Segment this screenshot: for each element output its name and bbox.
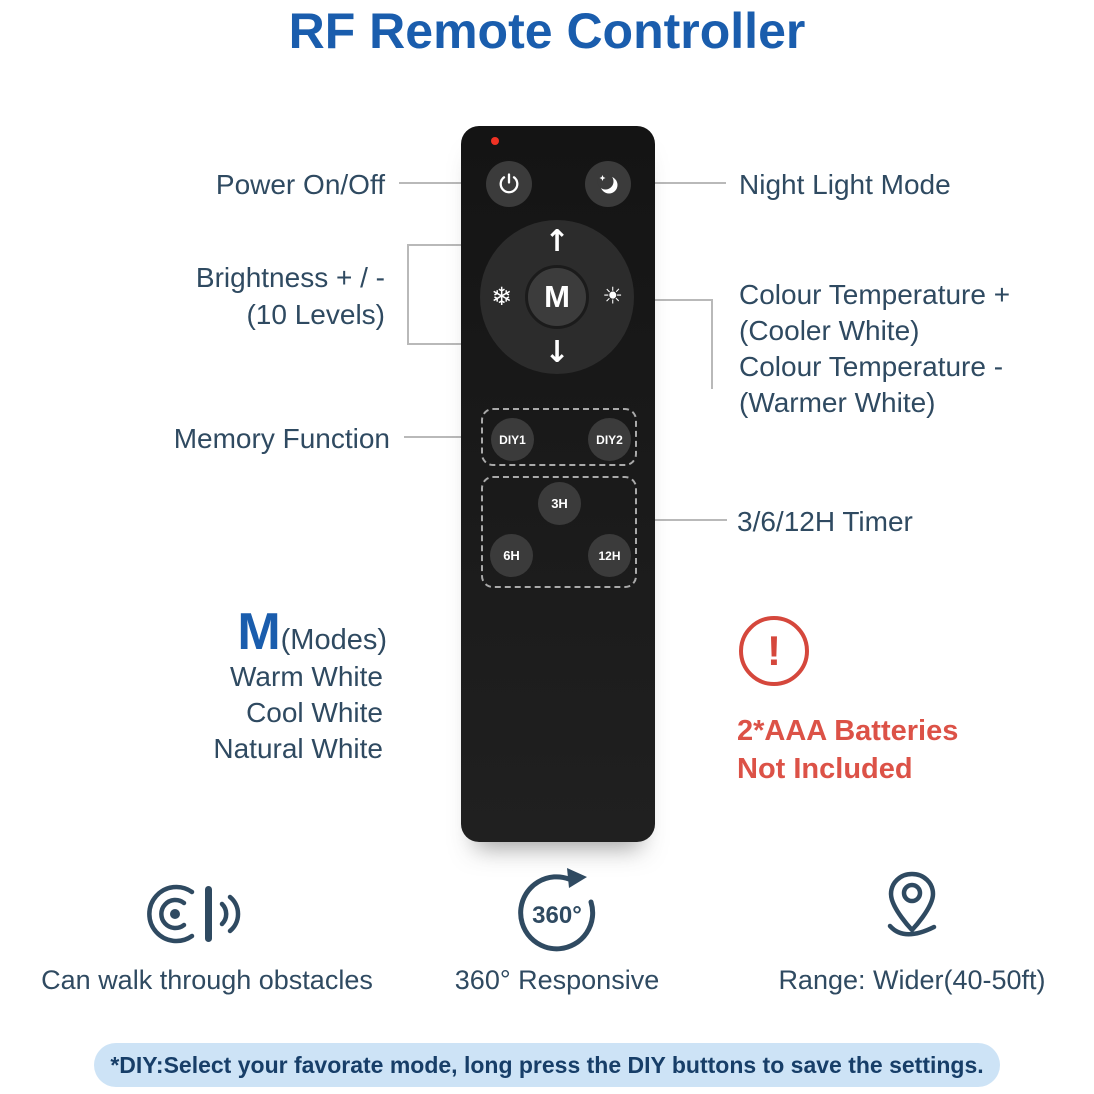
brightness-label-line2: (10 Levels) [246,299,385,330]
colour-temp-line4: (Warmer White) [739,387,936,418]
power-button[interactable] [486,161,532,207]
memory-label: Memory Function [173,423,390,454]
modes-list: Warm White Cool White Natural White [100,659,383,767]
callout-line-night [648,182,726,184]
obstacle-icon [147,884,241,944]
feature-obstacles-label: Can walk through obstacles [41,965,373,995]
colour-temp-cooler-button[interactable]: ❄ [491,281,512,311]
modes-m: M [237,603,281,661]
callout-line-memory [404,436,474,438]
callout-line-colour-vertical [711,299,713,389]
timer-12h-button[interactable]: 12H [588,534,631,577]
timer-6h-button[interactable]: 6H [490,534,533,577]
colour-temp-line1: Colour Temperature + [739,279,1011,310]
indicator-led [491,137,499,145]
brightness-down-button[interactable]: ↓ [544,335,570,370]
feature-range-label: Range: Wider(40-50ft) [778,965,1046,995]
mode-item: Warm White [230,661,383,692]
location-pin-icon [887,871,937,937]
power-label: Power On/Off [215,169,385,200]
night-label: Night Light Mode [739,169,951,200]
colour-temp-line3: Colour Temperature - [739,351,1004,382]
diy-note: *DIY:Select your favorate mode, long pre… [110,1051,984,1078]
diy-button-group: DIY1 DIY2 [481,408,637,466]
moon-icon [597,173,618,194]
rotation-icon: 360° [518,868,596,952]
feature-responsive-label: 360° Responsive [454,965,660,995]
timer-button-group: 3H 6H 12H [481,476,637,588]
brightness-up-button[interactable]: ↑ [544,224,570,259]
callout-line-brightness-vertical [407,244,409,345]
rotation-icon-text: 360° [532,902,582,929]
brightness-label: Brightness + / - (10 Levels) [100,259,385,333]
mode-item: Natural White [213,733,383,764]
battery-warning-line2: Not Included [737,753,913,785]
colour-temp-line2: (Cooler White) [739,315,920,346]
remote-body: ↑ ↓ ❄ ☀ M DIY1 DIY2 3H 6H 12H [461,126,655,842]
colour-temp-label: Colour Temperature + (Cooler White) Colo… [739,277,1010,421]
mode-button[interactable]: M [525,265,589,329]
modes-suffix: (Modes) [280,624,387,656]
timer-3h-button[interactable]: 3H [538,482,581,525]
page-title: RF Remote Controller [288,3,806,59]
callout-line-colour-horizontal [633,299,713,301]
brightness-label-line1: Brightness + / - [195,262,385,293]
diy2-button[interactable]: DIY2 [588,418,631,461]
battery-warning-text: 2*AAA Batteries Not Included [737,712,958,788]
dpad: ↑ ↓ ❄ ☀ M [480,220,634,374]
power-icon [499,173,519,194]
diy-note-banner: *DIY:Select your favorate mode, long pre… [94,1043,1000,1087]
battery-warning-line1: 2*AAA Batteries [737,715,959,747]
diy1-button[interactable]: DIY1 [491,418,534,461]
modes-heading: M(Modes) [100,602,387,662]
mode-item: Cool White [246,697,383,728]
warning-icon: ! [739,616,809,686]
colour-temp-warmer-button[interactable]: ☀ [602,283,623,310]
night-light-button[interactable] [585,161,631,207]
timer-label: 3/6/12H Timer [737,506,913,537]
callout-line-power [399,182,471,184]
callout-line-timer [650,519,727,521]
